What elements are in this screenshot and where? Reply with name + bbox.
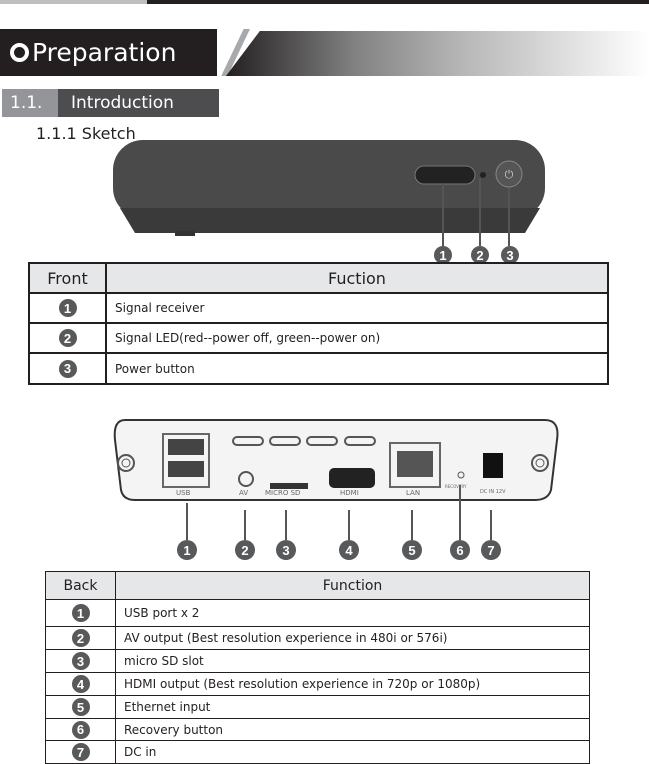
back-callout-5: 5 [402,540,422,560]
table-row: 1 USB port x 2 [45,599,590,627]
row-text: Ethernet input [115,695,590,719]
row-text: Signal receiver [105,292,609,324]
row-text: USB port x 2 [115,599,590,627]
front-callout-2: 2 [471,246,489,264]
row-text: HDMI output (Best resolution experience … [115,672,590,696]
section-title: Introduction [58,89,219,117]
back-callout-2: 2 [235,540,255,560]
row-text: AV output (Best resolution experience in… [115,626,590,650]
number-badge: 3 [58,359,77,378]
table-row: 3 micro SD slot [45,649,590,673]
number-badge: 3 [71,652,90,670]
svg-text:⏻: ⏻ [505,168,514,181]
back-callout-3: 3 [276,540,296,560]
microsd-label: MICRO SD [265,489,301,497]
number-badge: 7 [71,743,90,761]
table-row: 4 HDMI output (Best resolution experience… [45,672,590,696]
hdmi-label: HDMI [340,489,359,497]
top-bar-dark [147,0,649,4]
back-header: Back [45,571,116,600]
av-label: AV [239,489,249,497]
dc-label: DC IN 12V [480,489,506,495]
front-header: Front [28,262,107,294]
row-text: micro SD slot [115,649,590,673]
row-text: Power button [105,352,609,385]
number-badge: 6 [71,720,90,739]
front-device-image: ⏻ [113,140,545,246]
table-row: 2 Signal LED(red--power off, green--power… [28,322,609,354]
row-text: Signal LED(red--power off, green--power … [105,322,609,354]
usb-label: USB [176,489,191,497]
back-device-image [113,419,559,540]
number-badge: 2 [71,629,90,647]
front-callout-1: 1 [434,246,452,264]
table-row: 7 DC in [45,740,590,764]
heading-gradient-bar [226,31,649,76]
function-header: Fuction [105,262,609,294]
table-row: 6 Recovery button [45,718,590,741]
number-badge: 1 [58,299,77,317]
number-badge: 5 [71,698,90,716]
top-bar-light [0,0,147,4]
table-row: 2 AV output (Best resolution experience i… [45,626,590,650]
row-text: DC in [115,740,590,764]
row-text: Recovery button [115,718,590,741]
back-callout-4: 4 [339,540,359,560]
table-row: 3 Power button [28,352,609,385]
table-row: 5 Ethernet input [45,695,590,719]
back-callout-1: 1 [177,540,197,560]
function-header: Function [115,571,590,600]
lan-label: LAN [406,489,421,497]
number-badge: 1 [71,604,90,622]
chapter-title: Preparation [32,38,177,67]
circle-icon [10,43,29,62]
back-callout-6: 6 [450,540,470,560]
table-row: 1 Signal receiver [28,292,609,324]
back-callout-7: 7 [481,540,501,560]
back-port-labels: USB AV MICRO SD HDMI LAN RECOVERY DC IN … [105,484,565,501]
number-badge: 2 [58,329,77,347]
section-number: 1.1. [2,89,58,117]
front-callout-3: 3 [501,246,519,264]
recovery-label: RECOVERY [445,484,467,489]
subsection-title: 1.1.1 Sketch [36,124,136,143]
number-badge: 4 [71,675,90,693]
chapter-heading: Preparation [0,29,217,76]
